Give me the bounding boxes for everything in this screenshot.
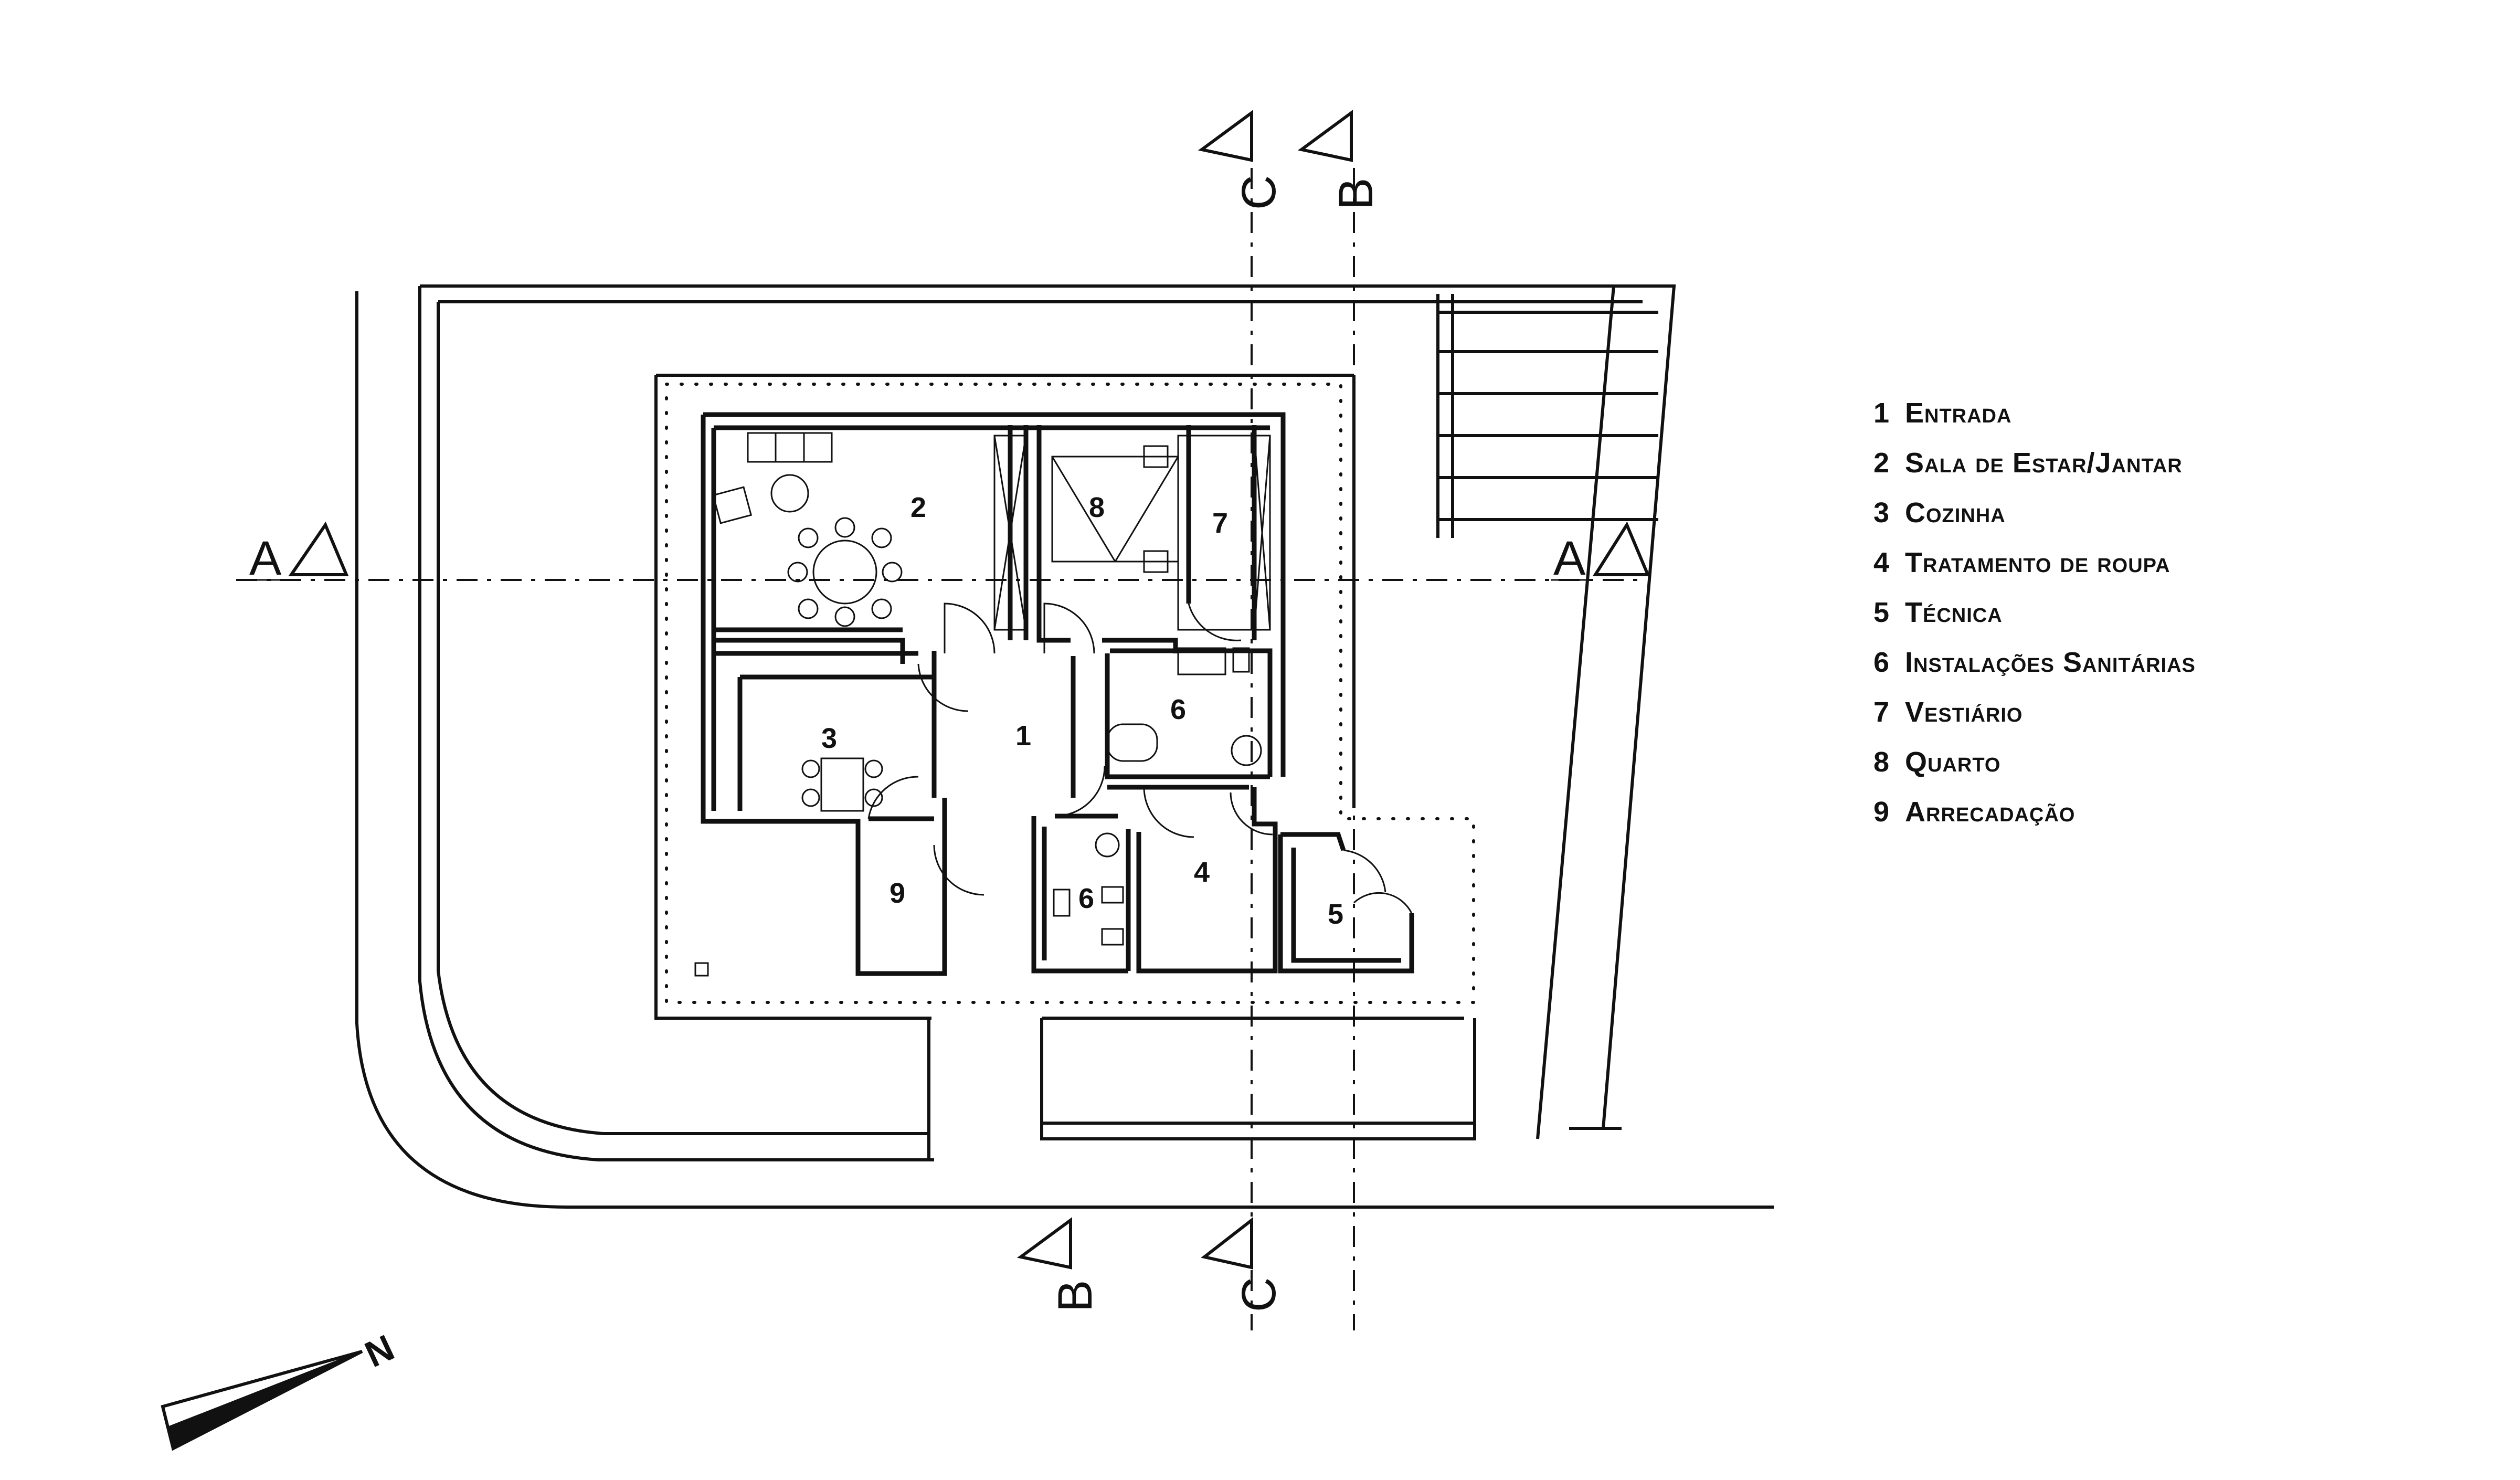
legend-number: 6 <box>1873 647 1890 678</box>
svg-text:C: C <box>1232 175 1286 210</box>
legend-number: 2 <box>1873 447 1890 479</box>
furniture <box>694 432 1262 977</box>
site-boundary <box>355 284 1774 1209</box>
section-mark-a-left: A <box>247 521 349 585</box>
room-label-2: 2 <box>910 492 926 523</box>
wardrobe-closets <box>993 435 1271 631</box>
legend-label: Quarto <box>1905 746 2001 778</box>
legend-label: Instalações Sanitárias <box>1905 647 2196 678</box>
legend-number: 3 <box>1873 497 1890 528</box>
legend-label: Sala de Estar/Jantar <box>1905 447 2183 479</box>
room-label-7: 7 <box>1212 508 1228 539</box>
legend-item-tecnica: 5 Técnica <box>1873 588 2451 638</box>
room-label-9: 9 <box>890 878 905 909</box>
pergola <box>1436 294 1658 538</box>
section-mark-a-right: A <box>1551 521 1650 585</box>
svg-text:A: A <box>249 532 282 585</box>
room-label-3: 3 <box>821 723 837 754</box>
svg-text:B: B <box>1049 1280 1102 1312</box>
north-arrow-icon: N <box>161 1327 400 1451</box>
legend-number: 9 <box>1873 796 1890 828</box>
section-mark-b-top: B <box>1297 110 1383 210</box>
legend-item-arrecadacao: 9 Arrecadação <box>1873 787 2451 837</box>
section-mark-c-top: C <box>1198 110 1286 210</box>
legend-item-tratamento-roupa: 4 Tratamento de roupa <box>1873 538 2451 588</box>
legend-item-entrada: 1 Entrada <box>1873 388 2451 438</box>
legend-item-vestiario: 7 Vestiário <box>1873 688 2451 737</box>
legend-number: 7 <box>1873 696 1890 728</box>
legend-number: 5 <box>1873 597 1890 628</box>
room-label-6b: 6 <box>1078 883 1094 914</box>
svg-text:C: C <box>1232 1277 1286 1312</box>
legend-item-cozinha: 3 Cozinha <box>1873 488 2451 538</box>
door-swings <box>867 602 1413 914</box>
platform-outline <box>654 374 1476 1140</box>
svg-text:B: B <box>1329 178 1383 210</box>
legend-label: Arrecadação <box>1905 796 2076 828</box>
legend-label: Vestiário <box>1905 696 2023 728</box>
room-label-8: 8 <box>1089 492 1105 523</box>
building-walls <box>701 412 1414 976</box>
legend-number: 8 <box>1873 746 1890 778</box>
section-mark-c-bottom: C <box>1201 1217 1286 1312</box>
legend-label: Cozinha <box>1905 497 2006 528</box>
room-labels: 1 2 3 4 5 6 6 7 8 9 <box>821 492 1343 930</box>
legend-item-sala: 2 Sala de Estar/Jantar <box>1873 438 2451 488</box>
legend-number: 4 <box>1873 547 1890 578</box>
room-label-4: 4 <box>1194 857 1210 888</box>
svg-text:A: A <box>1553 532 1586 585</box>
terrace-dotted-outline <box>665 383 1475 1004</box>
legend-number: 1 <box>1873 397 1890 429</box>
legend-item-quarto: 8 Quarto <box>1873 737 2451 787</box>
room-label-5: 5 <box>1328 898 1343 930</box>
legend-item-instalacoes-sanitarias: 6 Instalações Sanitárias <box>1873 638 2451 688</box>
room-label-6a: 6 <box>1170 694 1186 725</box>
room-label-1: 1 <box>1015 720 1031 752</box>
legend-label: Entrada <box>1905 397 2012 429</box>
section-lines <box>236 168 1637 1330</box>
section-mark-b-bottom: B <box>1017 1217 1102 1312</box>
legend-label: Tratamento de roupa <box>1905 547 2170 578</box>
legend-label: Técnica <box>1905 597 2003 628</box>
svg-text:N: N <box>359 1327 400 1375</box>
